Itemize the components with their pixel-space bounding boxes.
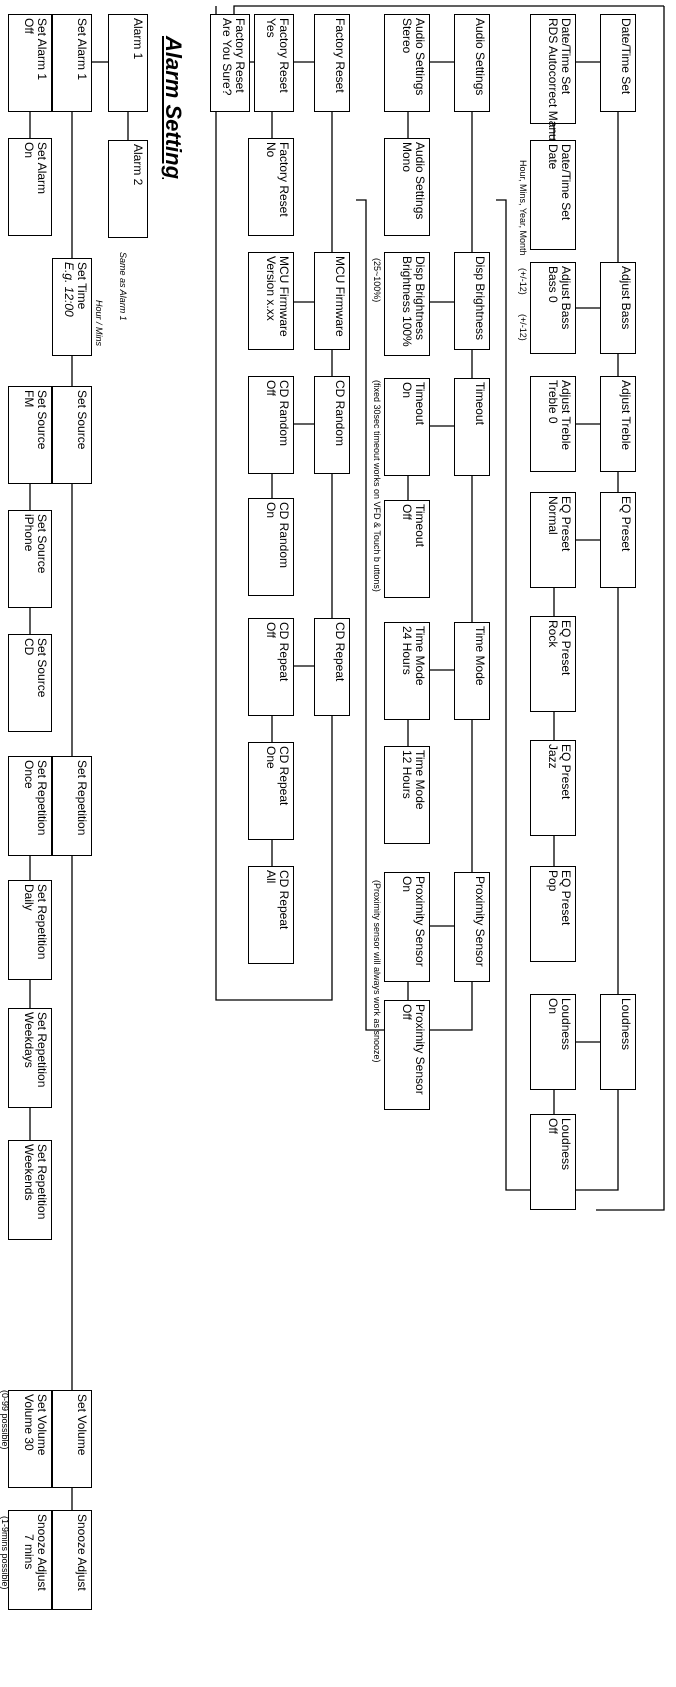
menu-timemode-head: Time Mode <box>454 622 490 720</box>
loop-row2-return <box>356 199 473 1031</box>
set-repetition-head: Set Repetition <box>52 756 92 856</box>
menu-timeout-head: Timeout <box>454 378 490 476</box>
note-bass-range: (+/-12) <box>518 268 528 295</box>
menu-loudness-head: Loudness <box>600 994 636 1090</box>
note-snooze-range: (1-9mins possible) <box>0 1516 10 1590</box>
menu-audio-head: Audio Settings <box>454 14 490 112</box>
menu-eq-head: EQ Preset <box>600 492 636 588</box>
note-same-as-alarm1: Same as Alarm 1 <box>118 252 128 321</box>
menu-brightness-head: Disp Brightness <box>454 252 490 350</box>
note-proximity: (Proximity sensor will always work as sn… <box>372 880 382 1063</box>
set-volume-head: Set Volume <box>52 1390 92 1488</box>
menu-proximity-head: Proximity Sensor <box>454 872 490 982</box>
alarm-title: Alarm Setting <box>161 36 186 180</box>
set-alarm-head: Set Alarm 1 <box>52 14 92 112</box>
alarm-1: Alarm 1 <box>108 14 148 112</box>
note-date-order: Hour, Mins, Year, Month <box>518 160 528 256</box>
menu-factory-head: Factory Reset <box>314 14 350 112</box>
menu-treble-head: Adjust Treble <box>600 376 636 472</box>
note-timeout: (fixed 30sec timeout works on VFD & Touc… <box>372 380 382 592</box>
alarm-2: Alarm 2 <box>108 140 148 238</box>
menu-random-head: CD Random <box>314 376 350 474</box>
note-treble-range: (+/-12) <box>518 314 528 341</box>
note-hour-mins: Hour / Mins <box>94 300 104 347</box>
loop-row1-return <box>496 199 619 1191</box>
note-volume-range: (0-99 possible) <box>0 1390 10 1450</box>
menu-repeat-head: CD Repeat <box>314 618 350 716</box>
loop-row3-return <box>215 6 333 1001</box>
note-brightness-range: (25~100%) <box>372 258 382 303</box>
snooze-head: Snooze Adjust <box>52 1510 92 1610</box>
menu-bass-head: Adjust Bass <box>600 262 636 354</box>
menu-datetime-head: Date/Time Set <box>600 14 636 112</box>
outer-loop-top <box>596 6 665 1211</box>
set-source-head: Set Source <box>52 386 92 484</box>
menu-mcu-head: MCU Firmware <box>314 252 350 350</box>
